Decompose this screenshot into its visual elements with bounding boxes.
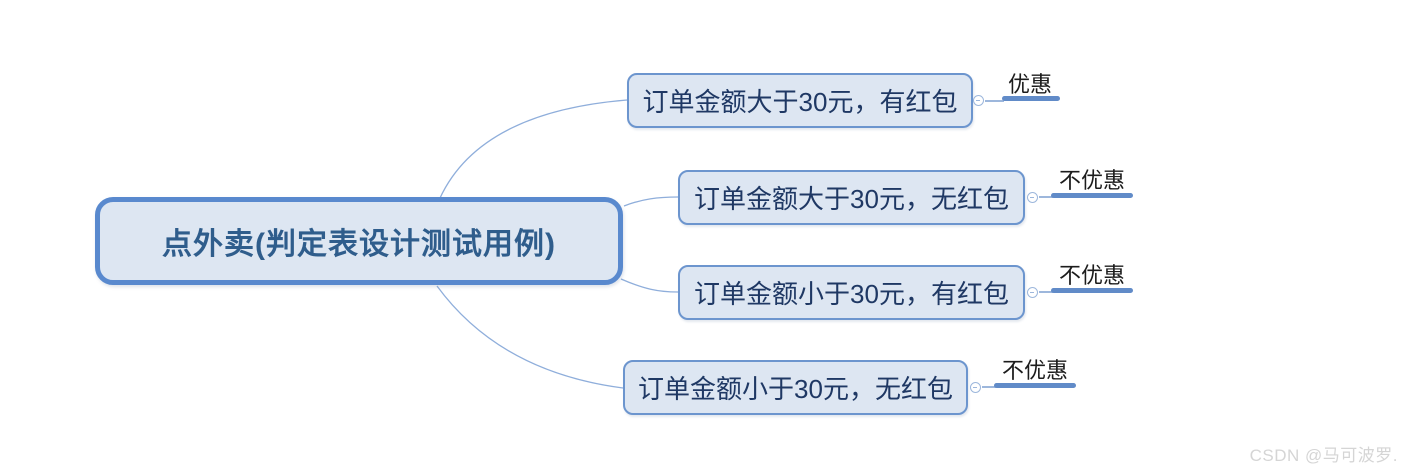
- child-topic-1[interactable]: 订单金额大于30元，有红包: [627, 73, 973, 128]
- leaf-underline-2: [1051, 193, 1133, 198]
- leaf-underline-3: [1051, 288, 1133, 293]
- curve-root-to-child-2: [623, 196, 679, 207]
- leaf-connector-4: [982, 386, 996, 388]
- leaf-topic-2[interactable]: 不优惠: [1058, 168, 1125, 193]
- leaf-connector-2: [1039, 196, 1053, 198]
- collapse-toggle-icon-2[interactable]: [1027, 192, 1038, 203]
- collapse-toggle-icon-4[interactable]: [970, 382, 981, 393]
- leaf-topic-4[interactable]: 不优惠: [1001, 358, 1068, 383]
- child-topic-2[interactable]: 订单金额大于30元，无红包: [678, 170, 1025, 225]
- child-topic-1-label: 订单金额大于30元，有红包: [642, 87, 958, 117]
- child-topic-3-label: 订单金额小于30元，有红包: [694, 279, 1009, 309]
- leaf-connector-1: [985, 100, 1004, 102]
- leaf-underline-4: [994, 383, 1076, 388]
- child-topic-2-label: 订单金额大于30元，无红包: [694, 184, 1009, 214]
- child-topic-4[interactable]: 订单金额小于30元，无红包: [623, 360, 968, 415]
- child-topic-3[interactable]: 订单金额小于30元，有红包: [678, 265, 1025, 320]
- collapse-toggle-icon-1[interactable]: [973, 95, 984, 106]
- csdn-watermark: CSDN @马可波罗.: [1249, 446, 1398, 465]
- root-topic[interactable]: 点外卖(判定表设计测试用例): [95, 197, 623, 285]
- leaf-topic-3[interactable]: 不优惠: [1058, 263, 1125, 288]
- leaf-underline-1: [1002, 96, 1060, 101]
- curve-root-to-child-4: [436, 285, 624, 389]
- curve-root-to-child-3: [620, 278, 679, 293]
- leaf-connector-3: [1039, 291, 1053, 293]
- curve-root-to-child-1: [439, 99, 628, 199]
- leaf-topic-1[interactable]: 优惠: [1007, 72, 1052, 97]
- root-topic-label: 点外卖(判定表设计测试用例): [162, 228, 556, 261]
- child-topic-4-label: 订单金额小于30元，无红包: [638, 374, 953, 404]
- collapse-toggle-icon-3[interactable]: [1027, 287, 1038, 298]
